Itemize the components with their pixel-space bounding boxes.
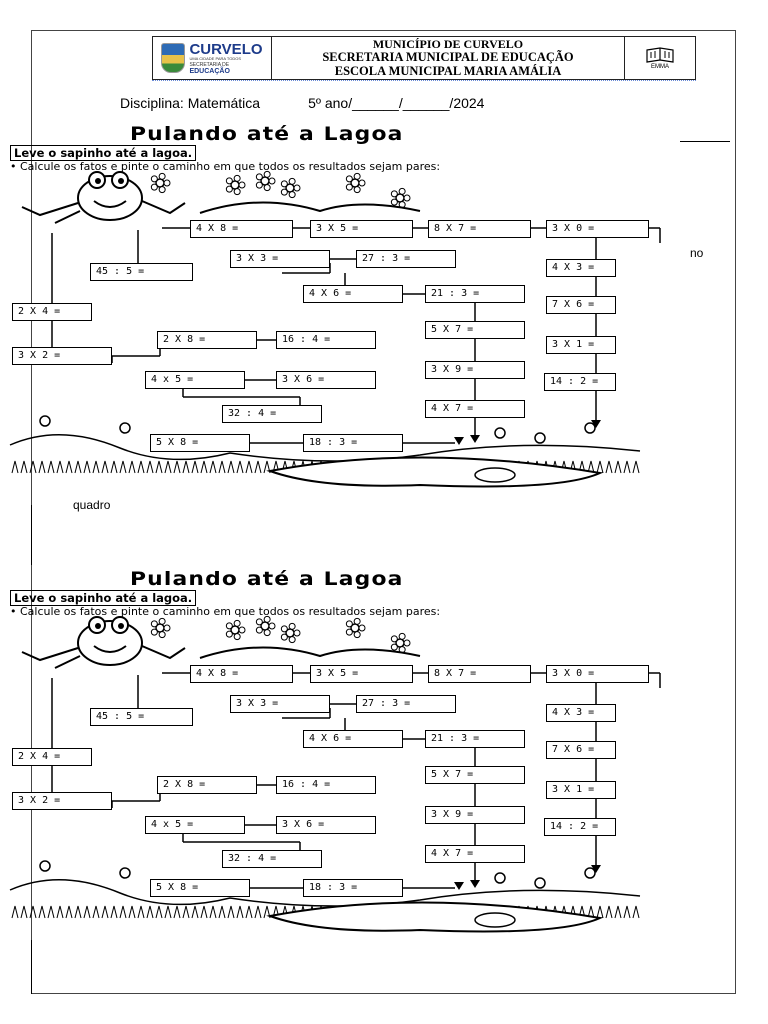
logo-city: CURVELO bbox=[189, 40, 263, 58]
math-fact-box[interactable]: 4 X 6 = bbox=[303, 285, 403, 303]
pond-icon bbox=[9, 860, 641, 933]
worksheet-subtitle: Leve o sapinho até a lagoa. bbox=[10, 590, 197, 606]
math-fact-box[interactable]: 3 X 3 = bbox=[230, 250, 330, 268]
math-fact-box[interactable]: 4 x 5 = bbox=[145, 816, 245, 834]
math-fact-box[interactable]: 3 X 0 = bbox=[546, 220, 649, 238]
math-fact-box[interactable]: 4 X 8 = bbox=[190, 220, 293, 238]
logo-secretariat: SECRETARIA DE bbox=[189, 61, 230, 68]
school-logo-label: EMMA bbox=[651, 64, 669, 70]
subject-line: Disciplina: Matemática 5º ano/______/___… bbox=[120, 95, 484, 111]
math-fact-box[interactable]: 4 x 5 = bbox=[145, 371, 245, 389]
grade-date-field: 5º ano/______/______/2024 bbox=[308, 95, 485, 111]
math-fact-box[interactable]: 21 : 3 = bbox=[425, 285, 525, 303]
answer-rule bbox=[680, 141, 730, 142]
municipality-name: MUNICÍPIO DE CURVELO bbox=[372, 36, 524, 51]
school-name: ESCOLA MUNICIPAL MARIA AMÁLIA bbox=[334, 63, 562, 78]
math-fact-box[interactable]: 3 X 1 = bbox=[546, 781, 616, 799]
arrow-icon bbox=[591, 865, 601, 873]
worksheet-title: Pulando até a Lagoa bbox=[130, 123, 404, 145]
loose-text-no: no bbox=[690, 246, 704, 260]
math-fact-box[interactable]: 32 : 4 = bbox=[222, 405, 322, 423]
math-fact-box[interactable]: 4 X 7 = bbox=[425, 400, 525, 418]
math-fact-box[interactable]: 2 X 4 = bbox=[12, 303, 92, 321]
math-fact-box[interactable]: 4 X 6 = bbox=[303, 730, 403, 748]
math-fact-box[interactable]: 16 : 4 = bbox=[276, 331, 376, 349]
book-icon bbox=[646, 47, 674, 63]
math-fact-box[interactable]: 3 X 6 = bbox=[276, 816, 376, 834]
math-fact-box[interactable]: 45 : 5 = bbox=[90, 708, 193, 726]
math-fact-box[interactable]: 14 : 2 = bbox=[544, 373, 616, 391]
math-fact-box[interactable]: 3 X 9 = bbox=[425, 361, 525, 379]
school-header: CURVELO UMA CIDADE PARA TODOS SECRETARIA… bbox=[152, 36, 696, 80]
arrow-icon bbox=[470, 880, 480, 888]
institution-block: MUNICÍPIO DE CURVELO SECRETARIA MUNICIPA… bbox=[272, 37, 624, 79]
math-fact-box[interactable]: 2 X 8 = bbox=[157, 331, 257, 349]
math-fact-box[interactable]: 4 X 3 = bbox=[546, 259, 616, 277]
flowers-icon bbox=[150, 170, 421, 214]
margin-line bbox=[31, 505, 32, 565]
math-fact-box[interactable]: 2 X 8 = bbox=[157, 776, 257, 794]
city-crest-icon bbox=[161, 43, 186, 73]
math-fact-box[interactable]: 32 : 4 = bbox=[222, 850, 322, 868]
worksheet-instruction: • Calcule os fatos e pinte o caminho em … bbox=[10, 160, 441, 173]
math-fact-box[interactable]: 4 X 8 = bbox=[190, 665, 293, 683]
math-fact-box[interactable]: 8 X 7 = bbox=[428, 665, 531, 683]
maze-drawing bbox=[9, 615, 661, 933]
math-fact-box[interactable]: 3 X 0 = bbox=[546, 665, 649, 683]
math-fact-box[interactable]: 3 X 9 = bbox=[425, 806, 525, 824]
math-fact-box[interactable]: 27 : 3 = bbox=[356, 250, 456, 268]
math-fact-box[interactable]: 16 : 4 = bbox=[276, 776, 376, 794]
math-fact-box[interactable]: 18 : 3 = bbox=[303, 879, 403, 897]
margin-line bbox=[31, 940, 32, 994]
math-fact-box[interactable]: 3 X 6 = bbox=[276, 371, 376, 389]
math-fact-box[interactable]: 3 X 1 = bbox=[546, 336, 616, 354]
math-fact-box[interactable]: 8 X 7 = bbox=[428, 220, 531, 238]
math-fact-box[interactable]: 21 : 3 = bbox=[425, 730, 525, 748]
math-fact-box[interactable]: 3 X 2 = bbox=[12, 792, 112, 810]
worksheet-subtitle: Leve o sapinho até a lagoa. bbox=[10, 145, 197, 161]
worksheet-instruction: • Calcule os fatos e pinte o caminho em … bbox=[10, 605, 441, 618]
arrow-icon bbox=[454, 437, 464, 445]
curvelo-logo: CURVELO UMA CIDADE PARA TODOS SECRETARIA… bbox=[153, 37, 272, 79]
secretariat-name: SECRETARIA MUNICIPAL DE EDUCAÇÃO bbox=[322, 49, 574, 64]
math-fact-box[interactable]: 5 X 7 = bbox=[425, 766, 525, 784]
math-fact-box[interactable]: 3 X 2 = bbox=[12, 347, 112, 365]
frog-icon bbox=[21, 616, 186, 669]
logo-department: EDUCAÇÃO bbox=[189, 67, 230, 75]
flowers-icon bbox=[150, 615, 421, 659]
math-fact-box[interactable]: 7 X 6 = bbox=[546, 741, 616, 759]
math-fact-box[interactable]: 5 X 8 = bbox=[150, 879, 250, 897]
math-fact-box[interactable]: 14 : 2 = bbox=[544, 818, 616, 836]
math-fact-box[interactable]: 7 X 6 = bbox=[546, 296, 616, 314]
pond-icon bbox=[9, 415, 641, 488]
maze-drawing bbox=[9, 170, 661, 488]
arrow-icon bbox=[470, 435, 480, 443]
math-fact-box[interactable]: 4 X 7 = bbox=[425, 845, 525, 863]
math-fact-box[interactable]: 5 X 7 = bbox=[425, 321, 525, 339]
math-fact-box[interactable]: 3 X 5 = bbox=[310, 665, 413, 683]
math-fact-box[interactable]: 3 X 3 = bbox=[230, 695, 330, 713]
arrow-icon bbox=[454, 882, 464, 890]
math-fact-box[interactable]: 4 X 3 = bbox=[546, 704, 616, 722]
math-fact-box[interactable]: 2 X 4 = bbox=[12, 748, 92, 766]
math-fact-box[interactable]: 27 : 3 = bbox=[356, 695, 456, 713]
math-fact-box[interactable]: 45 : 5 = bbox=[90, 263, 193, 281]
header-underline bbox=[152, 80, 696, 81]
math-fact-box[interactable]: 18 : 3 = bbox=[303, 434, 403, 452]
school-logo: EMMA bbox=[624, 37, 695, 79]
logo-tagline: UMA CIDADE PARA TODOS bbox=[189, 55, 242, 61]
worksheet-title: Pulando até a Lagoa bbox=[130, 568, 404, 590]
math-fact-box[interactable]: 3 X 5 = bbox=[310, 220, 413, 238]
math-fact-box[interactable]: 5 X 8 = bbox=[150, 434, 250, 452]
loose-text-quadro: quadro bbox=[73, 498, 111, 512]
discipline-label: Disciplina: Matemática bbox=[120, 95, 261, 111]
arrow-icon bbox=[591, 420, 601, 428]
frog-icon bbox=[21, 171, 186, 224]
